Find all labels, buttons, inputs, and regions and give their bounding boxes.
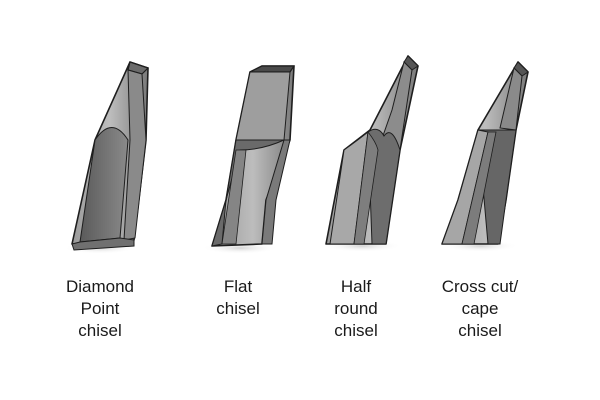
diamond-point-chisel-label: Diamond Point chisel [35, 276, 165, 342]
label-line: Flat [223, 277, 253, 296]
label-line: chisel [78, 321, 122, 340]
label-line: Cross cut/ [441, 277, 519, 296]
half-round-chisel-drawing [322, 55, 419, 252]
cross-cut-cape-chisel-label: Cross cut/ cape chisel [415, 276, 545, 342]
label-line: Point [80, 299, 120, 318]
label-line: chisel [458, 321, 502, 340]
label-line: chisel [216, 299, 260, 318]
flat-chisel-drawing [202, 65, 296, 254]
half-round-chisel-label: Half round chisel [291, 276, 421, 342]
label-line: round [334, 299, 378, 318]
cross-cut-cape-chisel-drawing [441, 61, 529, 252]
flat-chisel-label: Flat chisel [173, 276, 303, 320]
label-line: Diamond [65, 277, 135, 296]
label-line: cape [461, 299, 499, 318]
label-line: Half [340, 277, 372, 296]
diamond-point-chisel-drawing [64, 61, 150, 254]
label-line: chisel [334, 321, 378, 340]
